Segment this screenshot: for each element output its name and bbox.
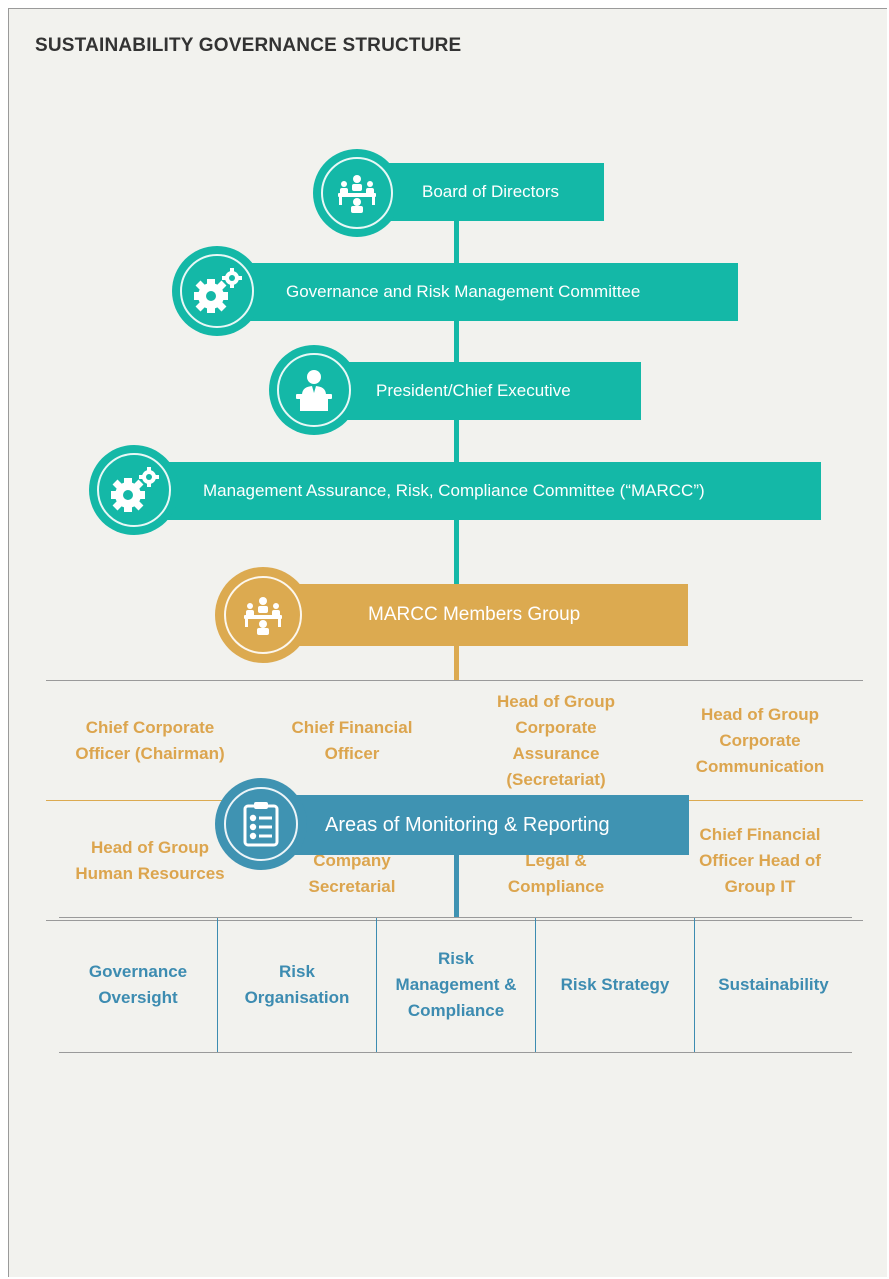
meeting-group-icon bbox=[321, 157, 393, 229]
meeting-group-icon bbox=[224, 576, 302, 654]
page-title: SUSTAINABILITY GOVERNANCE STRUCTURE bbox=[35, 35, 462, 56]
gears-icon bbox=[97, 453, 171, 527]
areas-separator bbox=[535, 918, 536, 1052]
member-chief-corporate-officer: Chief Corporate Officer (Chairman) bbox=[75, 717, 225, 763]
marcc-label: Management Assurance, Risk, Compliance C… bbox=[203, 481, 705, 500]
blue-connector-line bbox=[454, 848, 459, 918]
marcc-members-box: MARCC Members Group bbox=[262, 584, 688, 646]
clipboard-checklist-icon bbox=[224, 787, 298, 861]
area-sustainability: Sustainability bbox=[718, 975, 829, 994]
area-governance-oversight: Governance Oversight bbox=[88, 962, 188, 1007]
marcc-badge bbox=[89, 445, 179, 535]
areas-separator bbox=[376, 918, 377, 1052]
president-label: President/Chief Executive bbox=[376, 381, 571, 400]
areas-separator bbox=[694, 918, 695, 1052]
areas-table-bottom-line bbox=[59, 1052, 852, 1053]
marcc-box: Management Assurance, Risk, Compliance C… bbox=[135, 462, 821, 520]
area-risk-organisation: Risk Organisation bbox=[244, 962, 350, 1007]
areas-label: Areas of Monitoring & Reporting bbox=[325, 813, 610, 836]
board-of-directors-badge bbox=[313, 149, 401, 237]
president-badge bbox=[269, 345, 359, 435]
grmc-badge bbox=[172, 246, 262, 336]
member-head-human-resources: Head of Group Human Resources bbox=[75, 837, 225, 883]
members-table-bottom-line bbox=[46, 920, 863, 921]
grmc-box: Governance and Risk Management Committee bbox=[216, 263, 738, 321]
area-risk-management-compliance: Risk Management & Compliance bbox=[395, 949, 517, 1020]
members-table-top-line bbox=[46, 680, 863, 681]
gold-connector-line bbox=[454, 640, 459, 680]
president-box: President/Chief Executive bbox=[314, 362, 641, 420]
marcc-members-badge bbox=[215, 567, 311, 663]
areas-table-top-line bbox=[59, 917, 852, 918]
marcc-members-label: MARCC Members Group bbox=[368, 604, 581, 625]
executive-podium-icon bbox=[277, 353, 351, 427]
gears-icon bbox=[180, 254, 254, 328]
areas-separator bbox=[217, 918, 218, 1052]
member-head-corporate-communication: Head of Group Corporate Communication bbox=[695, 704, 825, 776]
member-chief-financial-officer: Chief Financial Officer bbox=[291, 717, 413, 763]
board-of-directors-label: Board of Directors bbox=[422, 182, 559, 201]
areas-badge bbox=[215, 778, 307, 870]
areas-box: Areas of Monitoring & Reporting bbox=[264, 795, 689, 855]
area-risk-strategy: Risk Strategy bbox=[560, 975, 670, 994]
grmc-label: Governance and Risk Management Committee bbox=[286, 282, 641, 301]
member-cfo-head-it: Chief Financial Officer Head of Group IT bbox=[699, 824, 821, 896]
teal-connector-line bbox=[454, 210, 459, 680]
member-head-corporate-assurance: Head of Group Corporate Assurance (Secre… bbox=[496, 691, 616, 789]
